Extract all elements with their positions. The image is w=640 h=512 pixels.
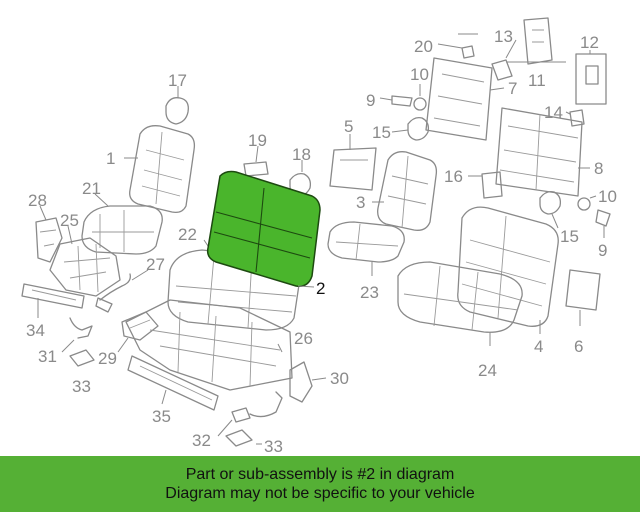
callout-16: 16: [444, 167, 463, 186]
recliner-13[interactable]: [491, 39, 517, 81]
armrest-cap-19[interactable]: [243, 145, 269, 177]
wire-31[interactable]: [61, 317, 93, 353]
clip-33a[interactable]: [69, 349, 95, 367]
seatback-frame-8[interactable]: [495, 107, 590, 197]
rear-frame-26[interactable]: [125, 299, 293, 391]
bracket-11[interactable]: [506, 17, 566, 65]
callout-18: 18: [292, 145, 311, 164]
cushion-23[interactable]: [327, 221, 405, 276]
callout-10b: 10: [598, 187, 617, 206]
panel-5[interactable]: [329, 134, 377, 191]
seat-track-34[interactable]: [21, 283, 85, 318]
grommet-10b[interactable]: [577, 195, 597, 211]
strap-30[interactable]: [289, 361, 327, 403]
callout-28: 28: [28, 191, 47, 210]
screw-14[interactable]: [565, 109, 585, 127]
callout-27: 27: [146, 255, 165, 274]
callout-10a: 10: [410, 65, 429, 84]
sensor-32[interactable]: [217, 391, 283, 437]
callout-1: 1: [106, 149, 115, 168]
bolt-9b[interactable]: [595, 209, 611, 238]
callout-labels: 17 19 18 21 28 25 22 27 34 31 33 29 35 2…: [26, 27, 617, 456]
callout-32: 32: [192, 431, 211, 450]
guide-16[interactable]: [468, 171, 503, 199]
callout-15a: 15: [372, 123, 391, 142]
callout-9b: 9: [598, 241, 607, 260]
bolt-9a[interactable]: [379, 95, 413, 107]
callout-6: 6: [574, 337, 583, 356]
callout-9a: 9: [366, 91, 375, 110]
seat-frame-25[interactable]: [49, 225, 121, 297]
callout-11: 11: [528, 71, 546, 90]
callout-15b: 15: [560, 227, 579, 246]
seat-back-3[interactable]: [372, 151, 438, 231]
callout-30: 30: [330, 369, 349, 388]
callout-12: 12: [580, 33, 599, 52]
headrest-15a[interactable]: [391, 116, 430, 141]
callout-33b: 33: [264, 437, 283, 456]
callout-33a: 33: [72, 377, 91, 396]
seatback-frame-7[interactable]: [425, 57, 505, 141]
callout-35: 35: [152, 407, 171, 426]
callout-7: 7: [508, 79, 517, 98]
banner-line-part: Part or sub-assembly is #2 in diagram: [185, 466, 455, 483]
rear-seat-back-4[interactable]: [457, 206, 559, 334]
rear-cushion-24[interactable]: [397, 261, 523, 346]
callout-17: 17: [168, 71, 187, 90]
callout-4: 4: [534, 337, 543, 356]
callout-19: 19: [248, 131, 267, 150]
callout-29: 29: [98, 349, 117, 368]
callout-8: 8: [594, 159, 603, 178]
banner-line-disclaimer: Diagram may not be specific to your vehi…: [165, 485, 475, 502]
callout-34: 34: [26, 321, 45, 340]
callout-25: 25: [60, 211, 79, 230]
pivot-bolt-20[interactable]: [437, 33, 478, 59]
headrest-15b[interactable]: [539, 190, 562, 229]
seat-back-part-2[interactable]: [206, 170, 321, 288]
seat-cushion-21[interactable]: [81, 193, 163, 255]
bushing-12[interactable]: [575, 50, 607, 105]
callout-14: 14: [544, 103, 563, 122]
callout-21: 21: [82, 179, 101, 198]
callout-26: 26: [294, 329, 313, 348]
callout-2: 2: [316, 279, 325, 298]
seat-back-1[interactable]: [124, 125, 196, 214]
grommet-10a[interactable]: [413, 84, 427, 111]
panel-6[interactable]: [565, 269, 601, 326]
exploded-seat-diagram: 17 19 18 21 28 25 22 27 34 31 33 29 35 2…: [21, 17, 617, 456]
callout-31: 31: [38, 347, 57, 366]
callout-3: 3: [356, 193, 365, 212]
trim-panel-35[interactable]: [127, 355, 219, 411]
callout-24: 24: [478, 361, 497, 380]
info-banner: Part or sub-assembly is #2 in diagram Di…: [0, 456, 640, 512]
callout-22: 22: [178, 225, 197, 244]
harness-27[interactable]: [95, 269, 149, 313]
hinge-bracket-28[interactable]: [35, 205, 63, 263]
callout-20: 20: [414, 37, 433, 56]
callout-5: 5: [344, 117, 353, 136]
headrest-17[interactable]: [165, 86, 189, 125]
clip-33b[interactable]: [225, 429, 262, 447]
callout-23: 23: [360, 283, 379, 302]
callout-13: 13: [494, 27, 513, 46]
